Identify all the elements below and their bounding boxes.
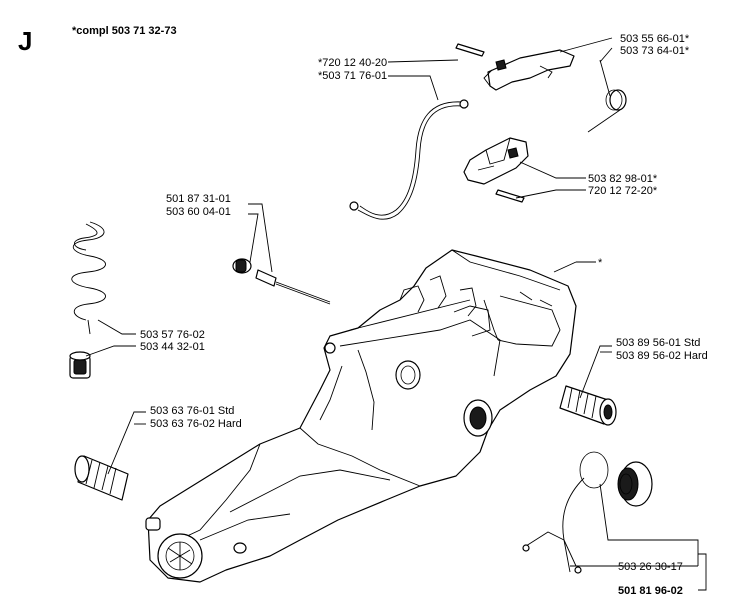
callout-503-89-56-01: 503 89 56-01 Std [616,337,700,349]
callout-housing-asterisk: * [598,257,603,269]
section-letter: J [18,26,32,56]
callout-503-89-56-02: 503 89 56-02 Hard [616,350,708,362]
callout-503-82-98-01: 503 82 98-01* [588,173,658,185]
throttle-cable-part [349,99,469,220]
callout-720-12-72-20: 720 12 72-20* [588,185,658,197]
callout-503-63-76-02: 503 63 76-02 Hard [150,418,242,430]
throttle-trigger-part [483,49,575,91]
callout-503-60-04-01: 503 60 04-01 [166,206,231,218]
callout-503-71-76-01: *503 71 76-01 [318,70,387,82]
callout-503-57-76-02: 503 57 76-02 [140,329,205,341]
filter-spring-part [71,221,106,335]
buffer-right-part [559,385,617,426]
breather-rod-part [232,258,331,305]
trigger-spring-part [587,59,627,133]
callout-501-81-96-02: 501 81 96-02 [618,585,683,597]
callout-503-73-64-01: 503 73 64-01* [620,45,690,57]
callout-501-87-31-01: 501 87 31-01 [166,193,231,205]
lockout-pin-part [495,189,525,203]
callout-503-26-30-17: 503 26 30-17 [618,561,683,573]
callout-503-44-32-01: 503 44 32-01 [140,341,205,353]
trigger-lockout-part [463,137,529,185]
buffer-left-part [74,455,129,501]
filter-part [69,351,91,379]
callout-503-63-76-01: 503 63 76-01 Std [150,405,234,417]
trigger-pin-part [455,43,485,57]
leader-lines [85,37,707,591]
callout-503-55-66-01: 503 55 66-01* [620,33,690,45]
tank-housing-part [145,249,577,583]
callout-720-12-40-20: *720 12 40-20 [318,57,387,69]
tank-cap-part [522,451,653,574]
kit-note: *compl 503 71 32-73 [72,25,177,37]
